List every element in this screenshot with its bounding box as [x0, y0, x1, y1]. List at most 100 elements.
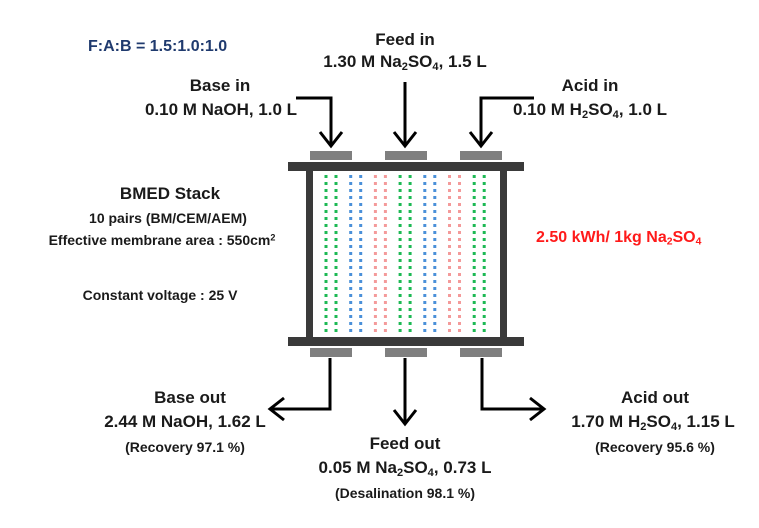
channel-dot — [423, 252, 427, 255]
channel-dot — [423, 203, 427, 206]
channel-dot — [383, 196, 387, 199]
channel-dot — [359, 315, 363, 318]
channel-dot — [359, 175, 363, 178]
channel-dot — [423, 238, 427, 241]
membrane-channels — [324, 175, 486, 332]
channel-dot — [349, 210, 353, 213]
channel-dot — [482, 273, 486, 276]
channel-dot — [398, 301, 402, 304]
channel-dot — [423, 189, 427, 192]
channel-column-blue — [359, 175, 363, 332]
channel-dot — [472, 224, 476, 227]
stack-voltage: Constant voltage : 25 V — [82, 287, 238, 303]
stack-title: BMED Stack — [119, 184, 221, 203]
channel-dot — [433, 203, 437, 206]
channel-dot — [398, 273, 402, 276]
channel-dot — [433, 315, 437, 318]
channel-dot — [373, 203, 377, 206]
stack-pairs: 10 pairs (BM/CEM/AEM) — [89, 210, 247, 226]
channel-dot — [448, 252, 451, 255]
channel-dot — [448, 238, 451, 241]
channel-dot — [373, 196, 377, 199]
channel-dot — [482, 301, 486, 304]
base-in-arrow — [296, 96, 344, 149]
channel-dot — [458, 203, 461, 206]
channel-dot — [423, 259, 427, 262]
channel-dot — [423, 231, 427, 234]
channel-dot — [408, 301, 412, 304]
channel-dot — [324, 245, 328, 248]
channel-dot — [383, 203, 387, 206]
channel-dot — [458, 238, 461, 241]
channel-dot — [408, 182, 412, 185]
channel-dot — [433, 308, 437, 311]
channel-dot — [349, 175, 353, 178]
channel-dot — [324, 203, 328, 206]
channel-dot — [324, 217, 328, 220]
channel-dot — [383, 259, 387, 262]
channel-dot — [349, 238, 353, 241]
acid-outlet-port — [460, 348, 502, 357]
feed-out-title: Feed out — [369, 434, 441, 453]
channel-dot — [458, 308, 461, 311]
channel-dot — [334, 231, 338, 234]
channel-column-blue — [433, 175, 437, 332]
channel-dot — [359, 189, 363, 192]
channel-dot — [398, 252, 402, 255]
channel-dot — [408, 322, 412, 325]
acid-in-title: Acid in — [561, 76, 619, 95]
channel-dot — [324, 329, 328, 332]
channel-dot — [458, 210, 461, 213]
channel-column-green — [334, 175, 338, 332]
channel-dot — [433, 294, 437, 297]
channel-dot — [472, 231, 476, 234]
channel-dot — [383, 238, 387, 241]
channel-dot — [334, 175, 338, 178]
channel-dot — [334, 294, 338, 297]
channel-dot — [349, 217, 353, 220]
channel-dot — [398, 189, 402, 192]
channel-dot — [373, 189, 377, 192]
channel-dot — [324, 259, 328, 262]
channel-dot — [482, 217, 486, 220]
channel-dot — [324, 224, 328, 227]
channel-dot — [408, 245, 412, 248]
channel-dot — [482, 245, 486, 248]
base-out-arrow — [267, 358, 332, 422]
channel-dot — [373, 273, 377, 276]
channel-dot — [349, 259, 353, 262]
channel-dot — [448, 315, 451, 318]
channel-dot — [423, 280, 427, 283]
channel-dot — [482, 210, 486, 213]
channel-dot — [433, 322, 437, 325]
acid-in-arrow — [468, 96, 534, 149]
channel-dot — [324, 273, 328, 276]
channel-dot — [408, 315, 412, 318]
channel-dot — [433, 259, 437, 262]
channel-dot — [423, 329, 427, 332]
channel-dot — [433, 175, 437, 178]
channel-dot — [373, 231, 377, 234]
channel-dot — [472, 245, 476, 248]
channel-dot — [433, 217, 437, 220]
feed-out-detail: 0.05 M Na2SO4, 0.73 L — [318, 458, 492, 479]
channel-dot — [408, 273, 412, 276]
channel-dot — [359, 308, 363, 311]
channel-dot — [433, 287, 437, 290]
channel-column-pink — [383, 175, 387, 332]
channel-dot — [383, 287, 387, 290]
channel-dot — [383, 245, 387, 248]
channel-dot — [448, 294, 451, 297]
channel-dot — [349, 224, 353, 227]
channel-dot — [359, 224, 363, 227]
acid-in-detail: 0.10 M H2SO4, 1.0 L — [512, 100, 668, 121]
channel-column-green — [408, 175, 412, 332]
channel-dot — [482, 231, 486, 234]
channel-dot — [398, 308, 402, 311]
channel-dot — [482, 329, 486, 332]
channel-dot — [408, 231, 412, 234]
channel-dot — [408, 196, 412, 199]
channel-dot — [482, 315, 486, 318]
channel-dot — [423, 301, 427, 304]
